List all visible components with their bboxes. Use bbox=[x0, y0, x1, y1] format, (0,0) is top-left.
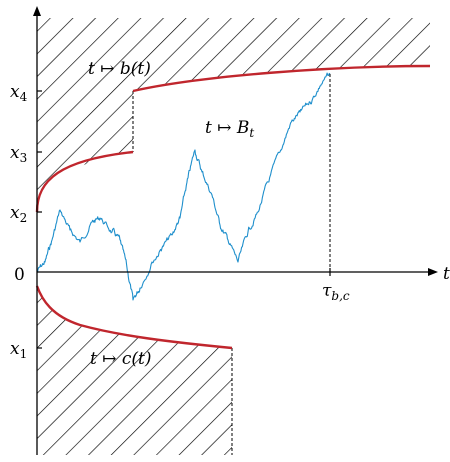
stopping-time-label: τb,c bbox=[322, 281, 350, 303]
upper-boundary-curve-right bbox=[132, 64, 431, 93]
lower-boundary-curve bbox=[35, 285, 233, 350]
origin-label: 0 bbox=[14, 265, 25, 285]
y-axis-arrowhead bbox=[33, 6, 41, 16]
y-tick-label-x2: x2 bbox=[10, 203, 27, 225]
y-tick-label-x4: x4 bbox=[10, 82, 28, 104]
upper-boundary-curve-left bbox=[35, 150, 134, 213]
y-tick-label-x1: x1 bbox=[10, 339, 27, 361]
brownian-path bbox=[36, 72, 331, 301]
upper-curve-label: t ↦ b(t) bbox=[88, 59, 151, 79]
lower-curve-label: t ↦ c(t) bbox=[90, 349, 152, 369]
y-tick-label-x3: x3 bbox=[10, 143, 27, 165]
x-axis-arrowhead bbox=[428, 268, 438, 276]
path-label: t ↦ Bt bbox=[205, 118, 254, 140]
x-axis-label: t bbox=[443, 264, 450, 284]
